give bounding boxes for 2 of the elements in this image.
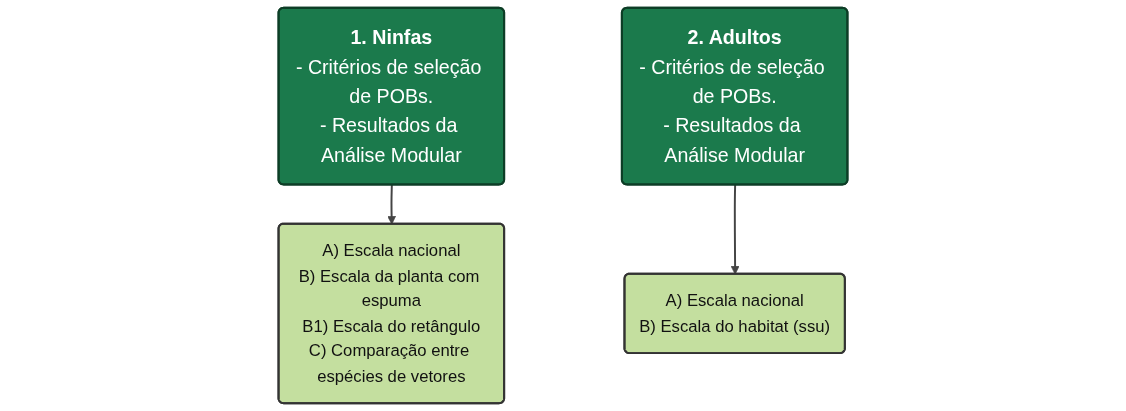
arrow: [387, 183, 396, 225]
arrow: [730, 183, 740, 275]
